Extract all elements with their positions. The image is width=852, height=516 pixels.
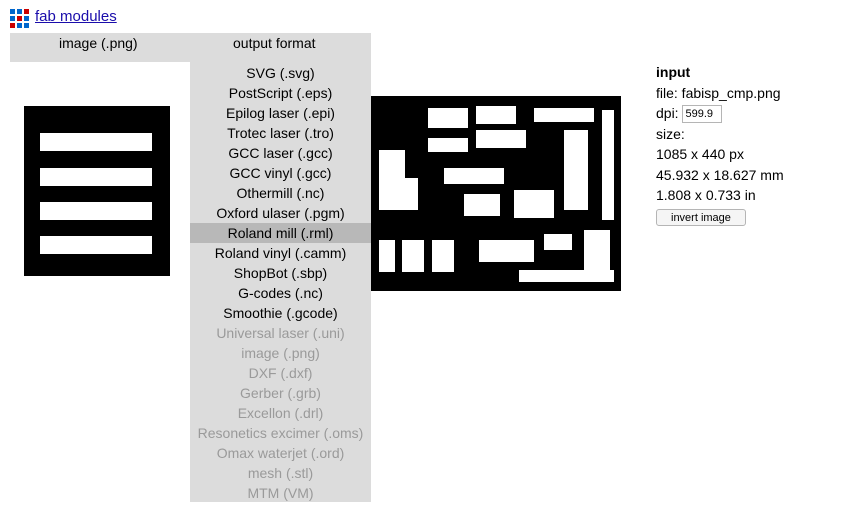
menu-bar: image (.png) output format	[10, 33, 371, 62]
output-format-option[interactable]: ShopBot (.sbp)	[233, 265, 328, 281]
output-format-option[interactable]: Epilog laser (.epi)	[226, 105, 335, 121]
output-format-option: mesh (.stl)	[247, 465, 314, 481]
output-format-dropdown: SVG (.svg) PostScript (.eps) Epilog laser …	[190, 62, 371, 502]
output-format-option[interactable]: Trotec laser (.tro)	[227, 125, 334, 141]
output-format-menu[interactable]: output format	[233, 35, 316, 51]
output-format-option[interactable]: Othermill (.nc)	[236, 185, 325, 201]
file-name: file: fabisp_cmp.png	[656, 84, 781, 101]
output-format-option: Gerber (.grb)	[240, 385, 321, 401]
output-format-option: DXF (.dxf)	[248, 365, 313, 381]
output-format-option[interactable]: Oxford ulaser (.pgm)	[216, 205, 345, 221]
output-format-option[interactable]: GCC vinyl (.gcc)	[229, 165, 332, 181]
output-format-option: image (.png)	[241, 345, 320, 361]
size-in: 1.808 x 0.733 in	[656, 187, 756, 203]
size-px: 1085 x 440 px	[656, 146, 744, 162]
size-label: size:	[656, 125, 685, 142]
dpi-label: dpi:	[656, 105, 679, 121]
output-format-option[interactable]: Roland vinyl (.camm)	[214, 245, 347, 261]
output-format-option[interactable]: Roland mill (.rml)	[190, 223, 371, 243]
output-format-option[interactable]: Smoothie (.gcode)	[223, 305, 338, 321]
output-format-option: Universal laser (.uni)	[216, 325, 345, 341]
input-format-menu[interactable]: image (.png)	[59, 35, 138, 51]
output-format-option[interactable]: SVG (.svg)	[246, 65, 315, 81]
input-heading: input	[656, 64, 691, 80]
app-title-link[interactable]: fab modules	[35, 8, 117, 25]
output-format-option: Resonetics excimer (.oms)	[197, 425, 364, 441]
output-format-option[interactable]: GCC laser (.gcc)	[228, 145, 333, 161]
dpi-input[interactable]	[682, 105, 723, 124]
dpi-row: dpi:	[656, 103, 784, 124]
output-format-option: Omax waterjet (.ord)	[216, 445, 345, 461]
invert-image-button[interactable]: invert image	[656, 208, 746, 226]
output-format-option[interactable]: PostScript (.eps)	[228, 85, 333, 101]
grid-logo-icon	[10, 9, 30, 29]
output-format-option[interactable]: G-codes (.nc)	[238, 285, 323, 301]
input-info-panel: input file: fabisp_cmp.png dpi: size: 10…	[656, 62, 784, 226]
output-format-option: MTM (VM)	[247, 485, 314, 501]
pcb-board-image	[24, 96, 621, 291]
output-format-option: Excellon (.drl)	[237, 405, 324, 421]
grid-logo-svg	[10, 9, 29, 28]
size-mm: 45.932 x 18.627 mm	[656, 166, 784, 183]
